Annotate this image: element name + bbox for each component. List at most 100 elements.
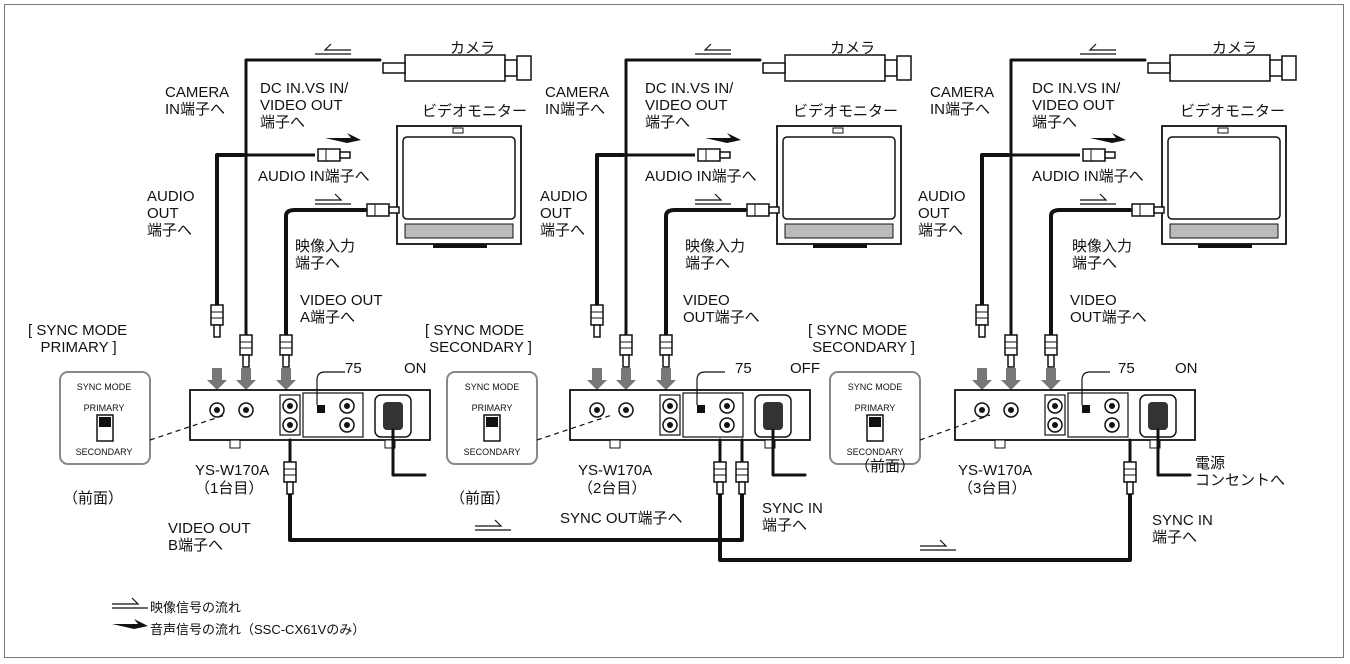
audio-flow-arrow	[1090, 133, 1126, 143]
video-flow-arrow	[112, 597, 148, 609]
cable	[664, 208, 747, 342]
connector-plug	[279, 334, 293, 356]
panel-secondary: SECONDARY	[846, 447, 904, 457]
cable	[624, 58, 762, 342]
connector-plug	[210, 304, 224, 326]
port-jack	[594, 407, 600, 413]
camera-label: カメラ	[830, 40, 876, 57]
cable	[1049, 208, 1132, 342]
mode-switch-knob	[869, 417, 881, 427]
video-in-label: 映像入力 端子へ	[685, 238, 746, 272]
port-jack	[724, 422, 730, 428]
connector-plug	[339, 151, 351, 159]
monitor-stand	[813, 244, 867, 248]
connector-plug	[590, 304, 604, 326]
switch-state-label: OFF	[790, 360, 820, 377]
audio-out-label: AUDIO OUT 端子へ	[147, 188, 195, 239]
cable	[244, 58, 382, 342]
unit-group	[189, 43, 532, 477]
video-out-label: VIDEO OUT A端子へ	[300, 292, 383, 326]
port-jack	[1052, 422, 1058, 428]
port-jack	[1052, 403, 1058, 409]
audio-out-label: AUDIO OUT 端子へ	[918, 188, 966, 239]
connector-plug	[662, 354, 670, 368]
unit-order-label: （3台目）	[958, 480, 1027, 497]
cable	[391, 428, 427, 477]
camera-connector	[382, 62, 406, 74]
video-flow-arrow	[315, 193, 351, 205]
camera-body	[404, 54, 506, 82]
unit-group	[954, 43, 1297, 477]
leader-line	[1081, 371, 1110, 405]
video-flow-arrow	[1080, 193, 1116, 205]
legend-audio-symbol	[112, 619, 148, 629]
unit-foot	[764, 439, 776, 449]
connector-plug	[1044, 334, 1058, 356]
port-jack	[1008, 407, 1014, 413]
port-jack	[214, 407, 220, 413]
switch-state-label: ON	[1175, 360, 1198, 377]
camera-lens	[504, 59, 518, 77]
leader-line	[696, 371, 725, 405]
video-out-b-label: VIDEO OUT B端子へ	[168, 520, 251, 554]
panel-secondary: SECONDARY	[463, 447, 521, 457]
flow-arrow	[972, 368, 992, 390]
front-label: （前面）	[855, 458, 916, 475]
unit-order-label: （2台目）	[578, 480, 647, 497]
connector-plug	[719, 151, 731, 159]
video-out-label: VIDEO OUT端子へ	[683, 292, 760, 326]
connector-plug	[213, 324, 221, 338]
front-label: （前面）	[63, 490, 124, 507]
dc-in-label: DC IN.VS IN/ VIDEO OUT 端子へ	[645, 80, 734, 131]
model-label: YS-W170A	[578, 462, 653, 479]
monitor-label: ビデオモニター	[793, 103, 899, 120]
sync-out-label: SYNC OUT端子へ	[560, 510, 683, 527]
camera-in-label: CAMERA IN端子へ	[930, 84, 995, 118]
video-flow-arrow	[1080, 43, 1116, 55]
monitor-screen	[782, 136, 896, 220]
connector-plug	[1047, 354, 1055, 368]
connector-plug	[978, 324, 986, 338]
leader-line	[536, 414, 613, 441]
connector-plug	[697, 148, 721, 162]
camera-lens	[884, 59, 898, 77]
connector-plug	[1007, 354, 1015, 368]
connector-plug	[1123, 461, 1137, 483]
audio-in-label: AUDIO IN端子へ	[258, 168, 370, 185]
mode-switch-knob	[486, 417, 498, 427]
connector-plug	[622, 354, 630, 368]
sync-mode-label: [ SYNC MODE SECONDARY ]	[425, 322, 532, 356]
connector-plug	[366, 203, 390, 217]
video-flow-arrow	[315, 43, 351, 55]
port-jack	[724, 403, 730, 409]
flow-arrow	[587, 368, 607, 390]
camera-connector	[762, 62, 786, 74]
port-jack	[243, 407, 249, 413]
port-jack	[344, 422, 350, 428]
unit-foot	[994, 439, 1006, 449]
connector-plug	[242, 354, 250, 368]
cable	[1009, 58, 1147, 342]
monitor-controls	[1169, 223, 1279, 239]
connector-plug	[1153, 206, 1165, 214]
termination-switch	[1082, 405, 1090, 413]
monitor-screen	[402, 136, 516, 220]
camera-in-label: CAMERA IN端子へ	[545, 84, 610, 118]
monitor-indicator	[832, 127, 844, 134]
legend-video: 映像信号の流れ	[150, 600, 242, 615]
termination-75-label: 75	[1118, 360, 1135, 377]
connector-plug	[1126, 481, 1134, 495]
sync-in-label: SYNC IN 端子へ	[762, 500, 823, 534]
audio-in-label: AUDIO IN端子へ	[645, 168, 757, 185]
unit-foot	[229, 439, 241, 449]
port-jack	[1109, 422, 1115, 428]
termination-75-label: 75	[735, 360, 752, 377]
flow-arrow	[236, 368, 256, 390]
connector-plug	[388, 206, 400, 214]
connector-plug	[738, 481, 746, 495]
flow-arrow	[616, 368, 636, 390]
connector-plug	[282, 354, 290, 368]
termination-75-label: 75	[345, 360, 362, 377]
connector-plug	[768, 206, 780, 214]
unit-foot	[609, 439, 621, 449]
